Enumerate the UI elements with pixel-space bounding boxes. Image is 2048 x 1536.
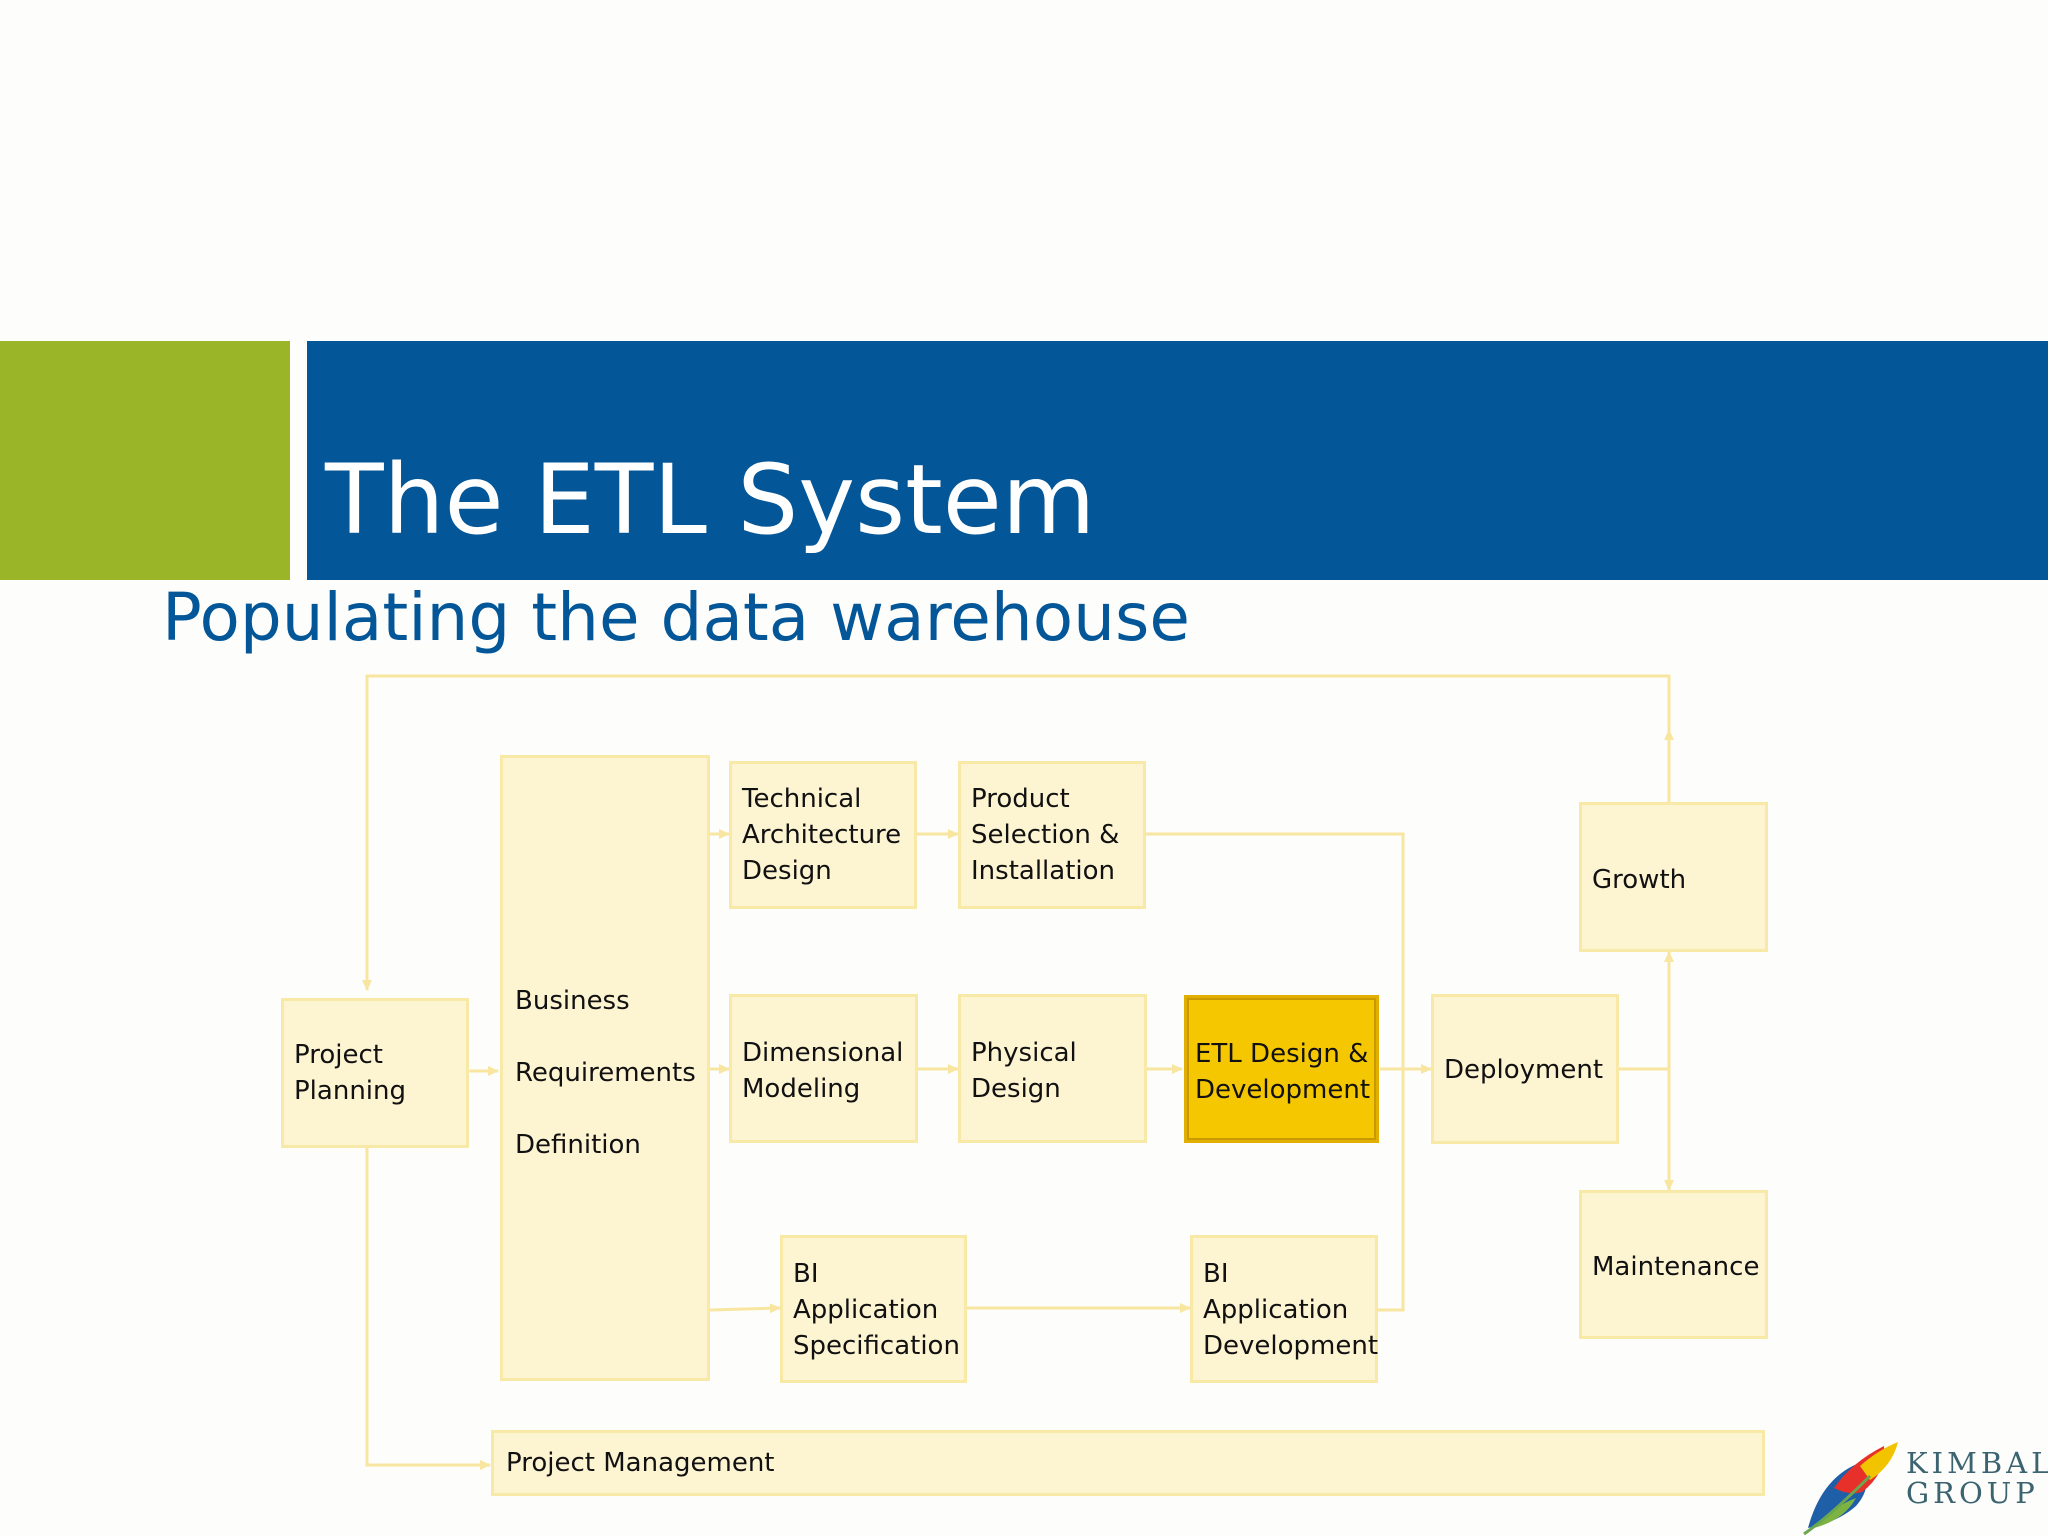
- bi-application-specification-box: BI Application Specification: [780, 1235, 967, 1383]
- leaf-logo-icon: [1803, 1442, 1898, 1536]
- project-planning-box: Project Planning: [281, 998, 469, 1148]
- growth-label: Growth: [1592, 865, 1687, 895]
- physical-design-label: Physical Design: [971, 1038, 1077, 1104]
- dimensional-modeling-box: Dimensional Modeling: [729, 994, 918, 1143]
- deployment-box: Deployment: [1431, 994, 1619, 1144]
- project-management-box: Project Management: [491, 1430, 1765, 1496]
- etl-design-box: ETL Design & Development: [1184, 995, 1379, 1143]
- project-management-label: Project Management: [506, 1448, 775, 1478]
- slide-subtitle: Populating the data warehouse: [162, 579, 1190, 656]
- technical-architecture-label: Technical Architecture Design: [742, 784, 902, 886]
- bi-application-development-box: BI Application Development: [1190, 1235, 1378, 1383]
- product-selection-box: Product Selection & Installation: [958, 761, 1146, 909]
- business-requirements-box: Business Requirements Definition: [500, 755, 710, 1381]
- product-to-deploy-connector: [1146, 832, 1405, 1069]
- dimensional-modeling-label: Dimensional Modeling: [742, 1038, 904, 1104]
- project-planning-label: Project Planning: [294, 1040, 406, 1106]
- title-accent-green: [0, 341, 290, 580]
- bi-dev-to-deploy-connector: [1378, 1069, 1405, 1312]
- kimball-group-logo: KIMBALL GROUP: [1800, 1436, 2048, 1536]
- bi-application-specification-label: BI Application Specification: [793, 1259, 960, 1361]
- planning-to-management-connector: [365, 1148, 491, 1470]
- physical-design-box: Physical Design: [958, 994, 1147, 1143]
- maintenance-label: Maintenance: [1592, 1252, 1760, 1282]
- technical-architecture-box: Technical Architecture Design: [729, 761, 917, 909]
- growth-box: Growth: [1579, 802, 1768, 952]
- business-requirements-label: Business Requirements Definition: [515, 986, 696, 1160]
- logo-line-1: KIMBALL: [1906, 1446, 2048, 1480]
- etl-design-label: ETL Design & Development: [1195, 1039, 1371, 1105]
- slide-title: The ETL System: [325, 444, 1096, 556]
- deployment-label: Deployment: [1444, 1055, 1604, 1085]
- logo-text: KIMBALL GROUP: [1906, 1448, 2048, 1508]
- logo-line-2: GROUP: [1906, 1476, 2039, 1510]
- title-banner: [307, 341, 2048, 580]
- bi-application-development-label: BI Application Development: [1203, 1259, 1379, 1361]
- product-selection-label: Product Selection & Installation: [971, 784, 1120, 886]
- maintenance-box: Maintenance: [1579, 1190, 1768, 1339]
- loop-return-connector: [362, 674, 1671, 991]
- req-to-bi-spec-connector: [709, 1303, 781, 1314]
